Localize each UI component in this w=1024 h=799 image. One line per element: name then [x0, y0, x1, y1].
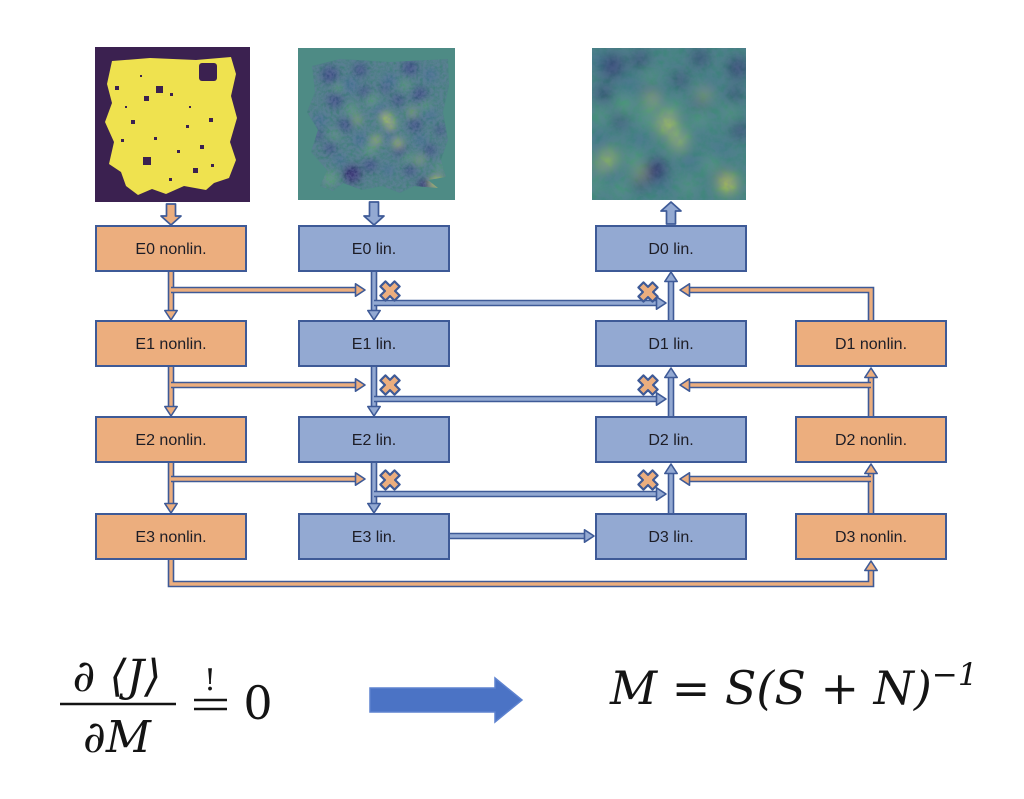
box-d0-lin: D0 lin. — [595, 225, 747, 272]
noise-speckle — [307, 59, 449, 193]
smooth-speckle — [592, 48, 746, 200]
gradient-condition-formula: ∂ ⟨J⟩ ∂M ! 0 — [60, 651, 273, 763]
box-d2-lin: D2 lin. — [595, 416, 747, 463]
box-label: D3 nonlin. — [835, 529, 907, 546]
box-label: E0 lin. — [352, 241, 396, 258]
block-arrow-icon — [160, 203, 182, 226]
arrowhead-icon — [655, 391, 667, 407]
arrowhead-icon — [354, 471, 366, 487]
arrowhead-icon — [679, 377, 691, 393]
box-label: D3 lin. — [648, 529, 693, 546]
connector-line — [169, 559, 873, 586]
binary-mask-image — [95, 47, 250, 202]
exclamation-over-equals: ! — [204, 663, 216, 698]
box-label: E0 nonlin. — [135, 241, 206, 258]
box-label: E1 nonlin. — [135, 336, 206, 353]
arrowhead-icon — [663, 271, 679, 283]
box-e1-lin: E1 lin. — [298, 320, 450, 367]
arrowhead-icon — [679, 282, 691, 298]
implies-right-block-arrow-icon — [369, 676, 524, 724]
multiply-icon — [374, 464, 406, 496]
arrowhead-icon — [366, 309, 382, 321]
arrowhead-icon — [863, 367, 879, 379]
box-label: D0 lin. — [648, 241, 693, 258]
fraction-numerator: ∂ ⟨J⟩ — [73, 651, 162, 702]
box-e0-lin: E0 lin. — [298, 225, 450, 272]
box-e3-lin: E3 lin. — [298, 513, 450, 560]
connector-arrows — [160, 201, 879, 588]
box-label: E2 lin. — [352, 432, 396, 449]
box-label: E3 nonlin. — [135, 529, 206, 546]
box-d2-nonlin: D2 nonlin. — [795, 416, 947, 463]
wiener-filter-formula: M = S(S + N)−1 — [609, 657, 978, 715]
box-e2-lin: E2 lin. — [298, 416, 450, 463]
box-e0-nonlin: E0 nonlin. — [95, 225, 247, 272]
connector-line — [689, 288, 873, 321]
fraction-denominator: ∂M — [83, 712, 152, 763]
box-label: D1 lin. — [648, 336, 693, 353]
box-label: D2 nonlin. — [835, 432, 907, 449]
connector-outline — [689, 286, 875, 321]
box-e1-nonlin: E1 nonlin. — [95, 320, 247, 367]
block-arrow-icon — [363, 201, 385, 226]
arrowhead-icon — [679, 471, 691, 487]
wiener-equation: M = S(S + N)−1 — [609, 657, 978, 715]
arrowhead-icon — [655, 486, 667, 502]
arrowhead-icon — [164, 502, 178, 514]
box-label: D2 lin. — [648, 432, 693, 449]
noisy-input-map-image — [298, 48, 455, 200]
block-arrow-icon — [660, 201, 682, 225]
box-label: D1 nonlin. — [835, 336, 907, 353]
arrowhead-icon — [366, 405, 382, 417]
denoised-output-map-image — [592, 48, 746, 200]
multiply-icon — [374, 369, 406, 401]
arrowhead-icon — [164, 405, 178, 417]
box-e2-nonlin: E2 nonlin. — [95, 416, 247, 463]
box-label: E2 nonlin. — [135, 432, 206, 449]
arrowhead-icon — [663, 367, 679, 379]
arrowhead-icon — [354, 282, 366, 298]
connector-outline — [167, 559, 875, 588]
box-label: E3 lin. — [352, 529, 396, 546]
arrowhead-icon — [366, 502, 382, 514]
arrowhead-icon — [663, 463, 679, 475]
box-d3-lin: D3 lin. — [595, 513, 747, 560]
arrowhead-icon — [863, 463, 879, 475]
arrowhead-icon — [583, 528, 595, 544]
arrowhead-icon — [655, 295, 667, 311]
zero-rhs: 0 — [243, 676, 272, 730]
arrowhead-icon — [164, 309, 178, 321]
mask-holes — [115, 75, 214, 181]
arrowhead-icon — [863, 560, 879, 572]
box-d3-nonlin: D3 nonlin. — [795, 513, 947, 560]
network-blocks: E0 nonlin. E1 nonlin. E2 nonlin. E3 nonl… — [95, 225, 947, 560]
box-d1-lin: D1 lin. — [595, 320, 747, 367]
box-e3-nonlin: E3 nonlin. — [95, 513, 247, 560]
box-d1-nonlin: D1 nonlin. — [795, 320, 947, 367]
box-label: E1 lin. — [352, 336, 396, 353]
arrowhead-icon — [354, 377, 366, 393]
